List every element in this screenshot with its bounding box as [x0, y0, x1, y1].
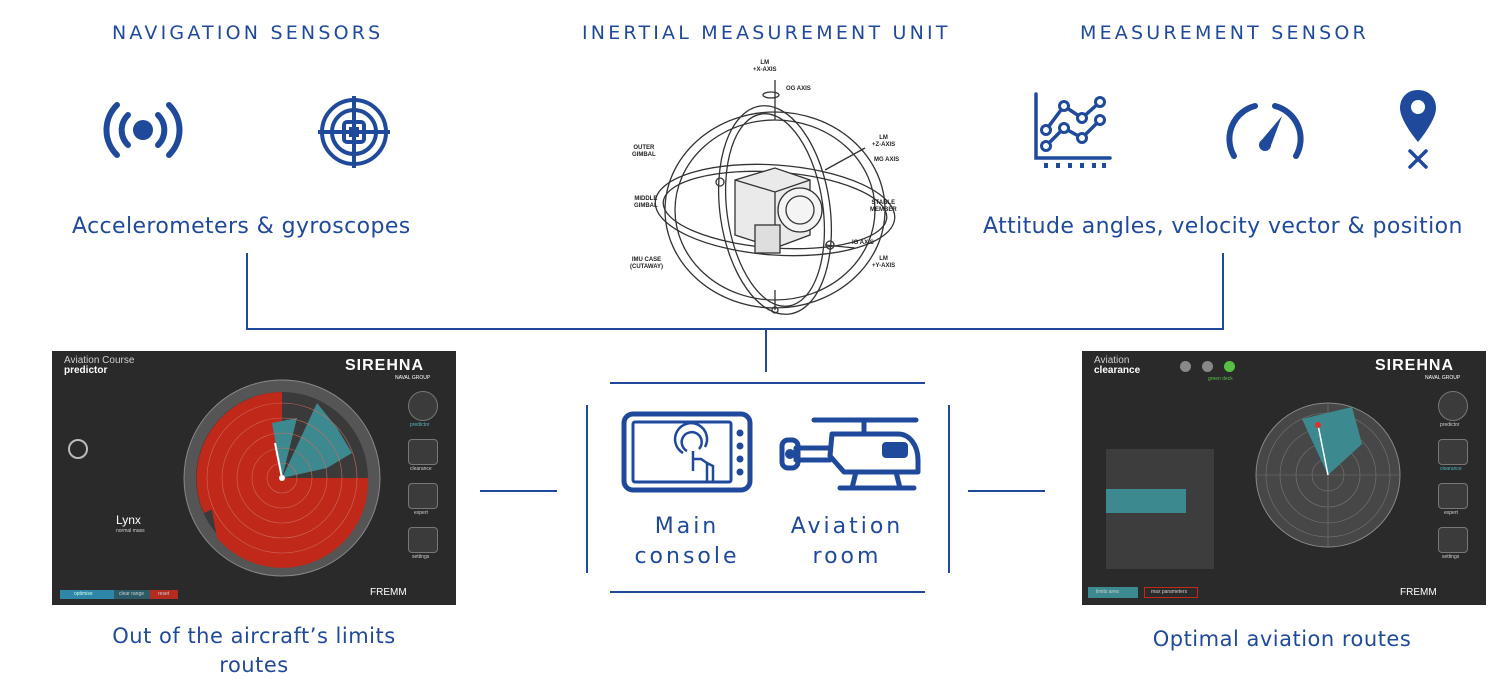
imu-label-og-axis: OG AXIS — [786, 86, 811, 92]
left-screen-brand-sub: NAVAL GROUP — [395, 375, 431, 381]
tablet-touch-icon — [621, 411, 753, 493]
left-clear-range-button[interactable]: clear range — [114, 590, 150, 599]
center-box-top-border — [610, 382, 925, 384]
right-indicator-grey-1 — [1180, 361, 1191, 372]
left-side-item-predictor[interactable] — [408, 391, 438, 421]
center-box-right-border — [948, 405, 950, 573]
right-side-item-clearance[interactable] — [1438, 439, 1468, 465]
helicopter-icon — [774, 412, 924, 494]
imu-label-imu-case: IMU CASE (CUTAWAY) — [630, 257, 663, 270]
imu-label-stable-member: STABLE MEMBER — [870, 200, 897, 213]
map-pin-icon — [1398, 88, 1438, 170]
left-aircraft-name: Lynx — [116, 513, 141, 527]
antenna-signal-icon — [100, 95, 186, 165]
right-side-item-predictor[interactable] — [1438, 391, 1468, 421]
right-ship-name: FREMM — [1400, 587, 1437, 598]
right-green-text: green deck — [1208, 376, 1233, 382]
aviation-room-label: Aviation room — [790, 514, 904, 569]
left-screenshot-predictor: Aviation Course predictor SIREHNA NAVAL … — [52, 351, 456, 605]
right-side-label-settings: settings — [1442, 554, 1460, 560]
line-chart-icon — [1030, 90, 1114, 170]
left-side-label-predictor: predictor — [410, 422, 430, 428]
imu-label-lm-y: LM +Y-AXIS — [872, 256, 896, 269]
right-side-item-settings[interactable] — [1438, 527, 1468, 553]
right-screen-title: Aviation — [1094, 355, 1130, 366]
left-side-item-expert[interactable] — [408, 483, 438, 509]
right-side-label-clearance: clearance — [1440, 466, 1462, 472]
left-side-label-expert: expert — [414, 510, 428, 516]
speedometer-icon — [1224, 96, 1306, 162]
connector-left-vertical — [246, 253, 248, 329]
connector-right-screen — [968, 490, 1045, 492]
right-screen-brand: SIREHNA — [1375, 357, 1455, 374]
right-ship-profile-panel — [1106, 449, 1214, 569]
main-console-label: Main console — [634, 514, 740, 569]
imu-label-mg-axis: MG AXIS — [874, 157, 900, 163]
imu-label-lm-z: LM +Z-AXIS — [872, 135, 896, 148]
gyroscope-icon — [316, 94, 392, 170]
right-side-label-predictor: predictor — [1440, 422, 1460, 428]
left-ship-name: FREMM — [370, 587, 407, 598]
right-limits-area-button[interactable]: limits area — [1088, 587, 1138, 598]
left-caption: Out of the aircraft’s limits routes — [112, 624, 396, 677]
center-box-bottom-border — [610, 591, 925, 593]
left-screen-title: Aviation Course — [64, 355, 135, 366]
right-screenshot-clearance: Aviation clearance green deck SIREHNA NA… — [1082, 351, 1486, 605]
left-aircraft-sub: normal mass — [116, 528, 145, 534]
left-side-item-clearance[interactable] — [408, 439, 438, 465]
imu-gimbal-drawing — [625, 60, 905, 315]
connector-left-screen — [480, 490, 557, 492]
right-indicator-grey-2 — [1202, 361, 1213, 372]
measurement-sensor-heading: MEASUREMENT SENSOR — [1080, 22, 1369, 44]
right-screen-brand-sub: NAVAL GROUP — [1425, 375, 1461, 381]
left-polar-chart — [177, 373, 387, 587]
center-box-left-border — [586, 405, 588, 573]
left-side-item-settings[interactable] — [408, 527, 438, 553]
imu-label-outer-gimbal: OUTER GIMBAL — [632, 145, 656, 158]
connector-center-vertical — [765, 330, 767, 372]
left-reset-button[interactable]: reset — [150, 590, 178, 599]
left-side-label-clearance: clearance — [410, 466, 432, 472]
imu-label-ig-axis: IG AXIS — [852, 240, 874, 246]
right-side-label-expert: expert — [1444, 510, 1458, 516]
measurement-subtitle: Attitude angles, velocity vector & posit… — [983, 214, 1463, 239]
imu-label-middle-gimbal: MIDDLE GIMBAL — [634, 196, 658, 209]
connector-right-vertical — [1222, 253, 1224, 329]
left-screen-brand: SIREHNA — [345, 357, 425, 374]
imu-heading: INERTIAL MEASUREMENT UNIT — [582, 22, 951, 44]
imu-label-lm-x: LM +X-AXIS — [753, 60, 777, 73]
right-max-parameters-button[interactable]: max parameters — [1144, 587, 1198, 598]
navigation-sensors-heading: NAVIGATION SENSORS — [112, 22, 384, 44]
right-side-item-expert[interactable] — [1438, 483, 1468, 509]
left-optimise-button[interactable]: optimise — [60, 590, 114, 599]
connector-horizontal — [246, 328, 1224, 330]
left-side-label-settings: settings — [412, 554, 430, 560]
right-indicator-green — [1224, 361, 1235, 372]
right-polar-chart — [1252, 399, 1404, 555]
navigation-subtitle: Accelerometers & gyroscopes — [72, 214, 411, 239]
left-screen-subtitle: predictor — [64, 365, 108, 376]
left-gear-icon — [68, 439, 88, 459]
right-screen-subtitle: clearance — [1094, 365, 1141, 376]
right-caption: Optimal aviation routes — [1152, 627, 1412, 651]
